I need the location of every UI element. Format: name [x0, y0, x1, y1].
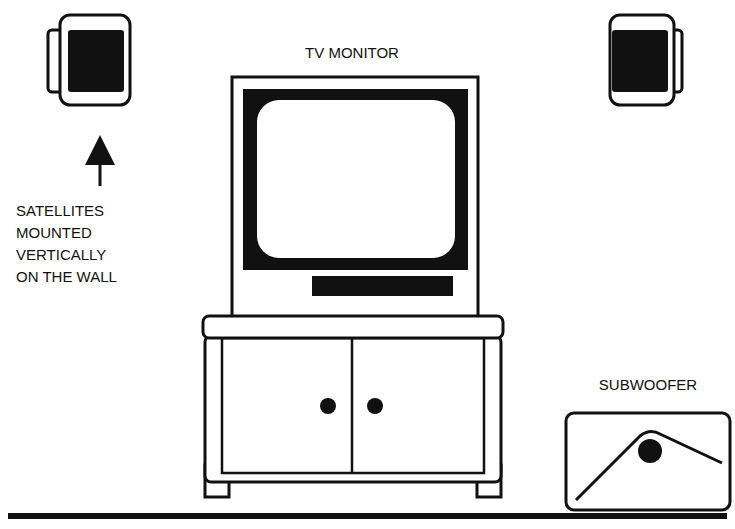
tv-monitor: [232, 77, 478, 320]
tv-cabinet: [203, 316, 503, 497]
subwoofer: [566, 413, 730, 510]
floor-line: [8, 513, 727, 519]
satellite-speaker: [48, 15, 130, 105]
part-label: TV MONITOR: [305, 44, 399, 61]
satellite-speaker: [610, 15, 682, 105]
pointer-arrow: [99, 150, 102, 186]
part-label: SUBWOOFER: [599, 376, 697, 393]
callout-label: SATELLITES MOUNTED VERTICALLY ON THE WAL…: [16, 200, 128, 288]
